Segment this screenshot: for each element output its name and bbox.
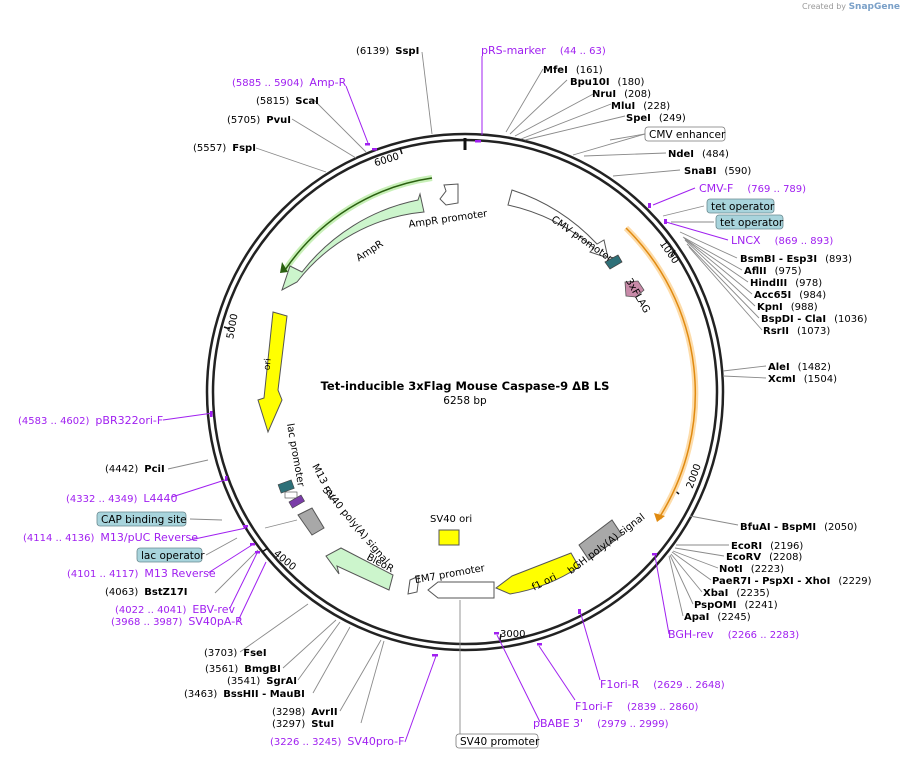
ampr-feature [281, 192, 425, 292]
lac-promoter-teal [277, 479, 295, 494]
backbone-outer [205, 132, 725, 652]
site-acc65i: Acc65I(984) [754, 290, 826, 301]
primer-pbabe-3: pBABE 3'(2979 .. 2999) [533, 717, 669, 730]
site-xcmi: XcmI(1504) [768, 374, 837, 385]
site-bsmbi: BsmBI - Esp3I(893) [740, 254, 852, 265]
site-bstz17i: (4063)BstZ17I [105, 587, 188, 598]
box-sv40-promoter [455, 733, 539, 749]
site-ecorv: EcoRV(2208) [726, 552, 802, 563]
box-cap-binding-site [96, 511, 187, 527]
site-bfuai: BfuAI - BspMI(2050) [740, 522, 857, 533]
site-kpni: KpnI(988) [757, 302, 818, 313]
site-ndei: NdeI(484) [668, 149, 729, 160]
box-lac-operator [136, 547, 203, 563]
m13-rev-box [288, 494, 305, 509]
bleor-feature [325, 547, 394, 591]
svg-text:SV40 promoter: SV40 promoter [460, 736, 540, 748]
site-spei: SpeI(249) [626, 113, 686, 124]
primer-m13-reverse: (4101 .. 4117)M13 Reverse [67, 567, 216, 580]
cmv-promoter-feature [507, 189, 609, 259]
site-bsshii: (3463)BssHII - MauBI [184, 689, 305, 700]
f1-ori-feature [495, 552, 580, 595]
site-mlui: MluI(228) [611, 101, 670, 112]
site-snabi: SnaBI(590) [684, 166, 751, 177]
label-bgh-polya: bGH poly(A) signal [566, 512, 647, 577]
site-mfei: MfeI(161) [543, 65, 603, 76]
site-paer7i: PaeR7I - PspXI - XhoI(2229) [712, 576, 872, 587]
site-bpu10i: Bpu10I(180) [570, 77, 645, 88]
site-pvui: (5705)PvuI [227, 115, 291, 126]
box-tet-operator-1 [706, 198, 775, 214]
snapgene-logo: SnapGene [848, 2, 900, 12]
site-stui: (3297)StuI [272, 719, 334, 730]
site-fsei: (3703)FseI [204, 648, 267, 659]
site-pspomi: PspOMI(2241) [694, 600, 778, 611]
site-rsrii: RsrII(1073) [763, 326, 830, 337]
3xflag-feature [624, 280, 645, 298]
tick-5000: 5000 [225, 313, 240, 340]
svg-text:CMV enhancer: CMV enhancer [649, 129, 726, 141]
svg-text:lac operator: lac operator [141, 550, 205, 562]
sv40-promoter-feature [427, 581, 495, 599]
site-bspdi: BspDI - ClaI(1036) [761, 314, 867, 325]
tick-3000: 3000 [500, 629, 525, 640]
site-alei: AleI(1482) [768, 362, 831, 373]
box-tet-operator-2 [715, 214, 784, 230]
site-fspi: (5557)FspI [193, 143, 256, 154]
box-cmv-enhancer [644, 126, 726, 142]
label-sv40-ori: SV40 ori [430, 514, 472, 525]
primer-f1ori-f: F1ori-F(2839 .. 2860) [575, 700, 698, 713]
site-xbai: XbaI(2235) [703, 588, 770, 599]
site-nrui: NruI(208) [592, 89, 651, 100]
em7-promoter-feature [407, 575, 420, 595]
primer-amp-r: (5885 .. 5904)Amp-R [232, 76, 347, 89]
primer-f1ori-r: F1ori-R(2629 .. 2648) [600, 678, 725, 691]
svg-text:tet operator: tet operator [720, 217, 784, 229]
primer-cmv-f: CMV-F(769 .. 789) [699, 182, 806, 195]
site-ecori: EcoRI(2196) [731, 541, 803, 552]
site-sspi: (6139)SspI [356, 46, 419, 57]
primer-prs-marker: pRS-marker(44 .. 63) [481, 44, 606, 57]
site-apai: ApaI(2245) [684, 612, 751, 623]
site-aflii: AflII(975) [744, 266, 802, 277]
label-lac-promoter: lac promoter [284, 423, 306, 489]
ampr-promoter-feature [439, 183, 459, 206]
site-sgrai: (3541)SgrAI [227, 676, 297, 687]
site-noti: NotI(2223) [719, 564, 784, 575]
tick-2000: 2000 [685, 462, 704, 490]
primer-m13-puc-reverse: (4114 .. 4136)M13/pUC Reverse [23, 531, 198, 544]
sv40-ori-feature [438, 529, 460, 546]
svg-text:CAP binding site: CAP binding site [101, 514, 187, 526]
primer-l4440: (4332 .. 4349)L4440 [66, 492, 178, 505]
3xflag-teal [604, 254, 623, 270]
site-avrii: (3298)AvrII [272, 707, 338, 718]
site-bmgbi: (3561)BmgBI [205, 664, 281, 675]
label-cmv-promoter: CMV promoter [549, 214, 615, 265]
label-ampr: AmpR [354, 239, 385, 265]
primer-sv40pa-r: (3968 .. 3987)SV40pA-R [111, 615, 243, 628]
primer-ebv-rev: (4022 .. 4041)EBV-rev [115, 603, 235, 616]
primer-pbr322ori-f: (4583 .. 4602)pBR322ori-F [18, 414, 163, 427]
plasmid-name: Tet-inducible 3xFlag Mouse Caspase-9 ΔB … [321, 379, 610, 393]
bgh-polya-feature [578, 519, 623, 561]
site-scai: (5815)ScaI [256, 96, 319, 107]
lac-operator-box [284, 491, 298, 499]
svg-text:tet operator: tet operator [711, 201, 775, 213]
plasmid-size: 6258 bp [443, 395, 487, 407]
tick-6000: 6000 [373, 151, 401, 169]
label-ori: ori [263, 358, 274, 371]
primer-sv40pro-f: (3226 .. 3245)SV40pro-F [270, 735, 404, 748]
site-pcii: (4442)PciI [105, 464, 165, 475]
ori-feature [257, 311, 288, 434]
site-hindiii: HindIII(978) [750, 278, 822, 289]
sv40-polya-grey-left [297, 507, 325, 536]
snapgene-attribution: Created by SnapGene [802, 2, 900, 12]
primer-lncx: LNCX(869 .. 893) [731, 234, 833, 247]
primer-bgh-rev: BGH-rev(2266 .. 2283) [668, 628, 799, 641]
